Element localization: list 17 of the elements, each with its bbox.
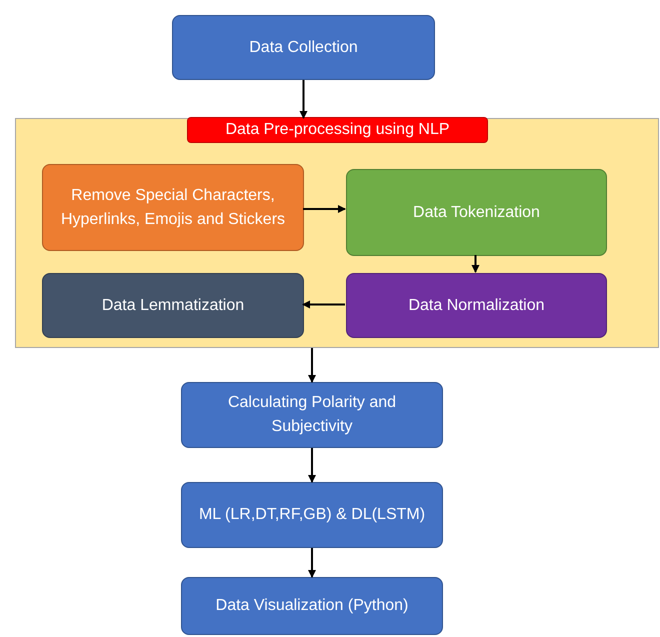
arrow [303, 205, 346, 213]
arrow [302, 300, 345, 308]
arrow [300, 80, 308, 119]
arrow [308, 348, 316, 383]
process-box: Data Tokenization [346, 169, 607, 256]
arrow [308, 448, 316, 483]
arrow [472, 255, 480, 273]
process-box: Data Visualization (Python) [181, 577, 443, 635]
process-box: ML (LR,DT,RF,GB) & DL(LSTM) [181, 482, 443, 548]
process-box: Remove Special Characters, Hyperlinks, Emojis and Stickers [42, 164, 304, 251]
process-box: Data Normalization [346, 273, 607, 338]
process-box: Data Collection [172, 15, 435, 80]
group-title: Data Pre-processing using NLP [187, 117, 488, 143]
group-panel [15, 118, 659, 348]
process-box: Calculating Polarity and Subjectivity [181, 382, 443, 448]
arrow [308, 548, 316, 578]
process-box: Data Lemmatization [42, 273, 304, 338]
